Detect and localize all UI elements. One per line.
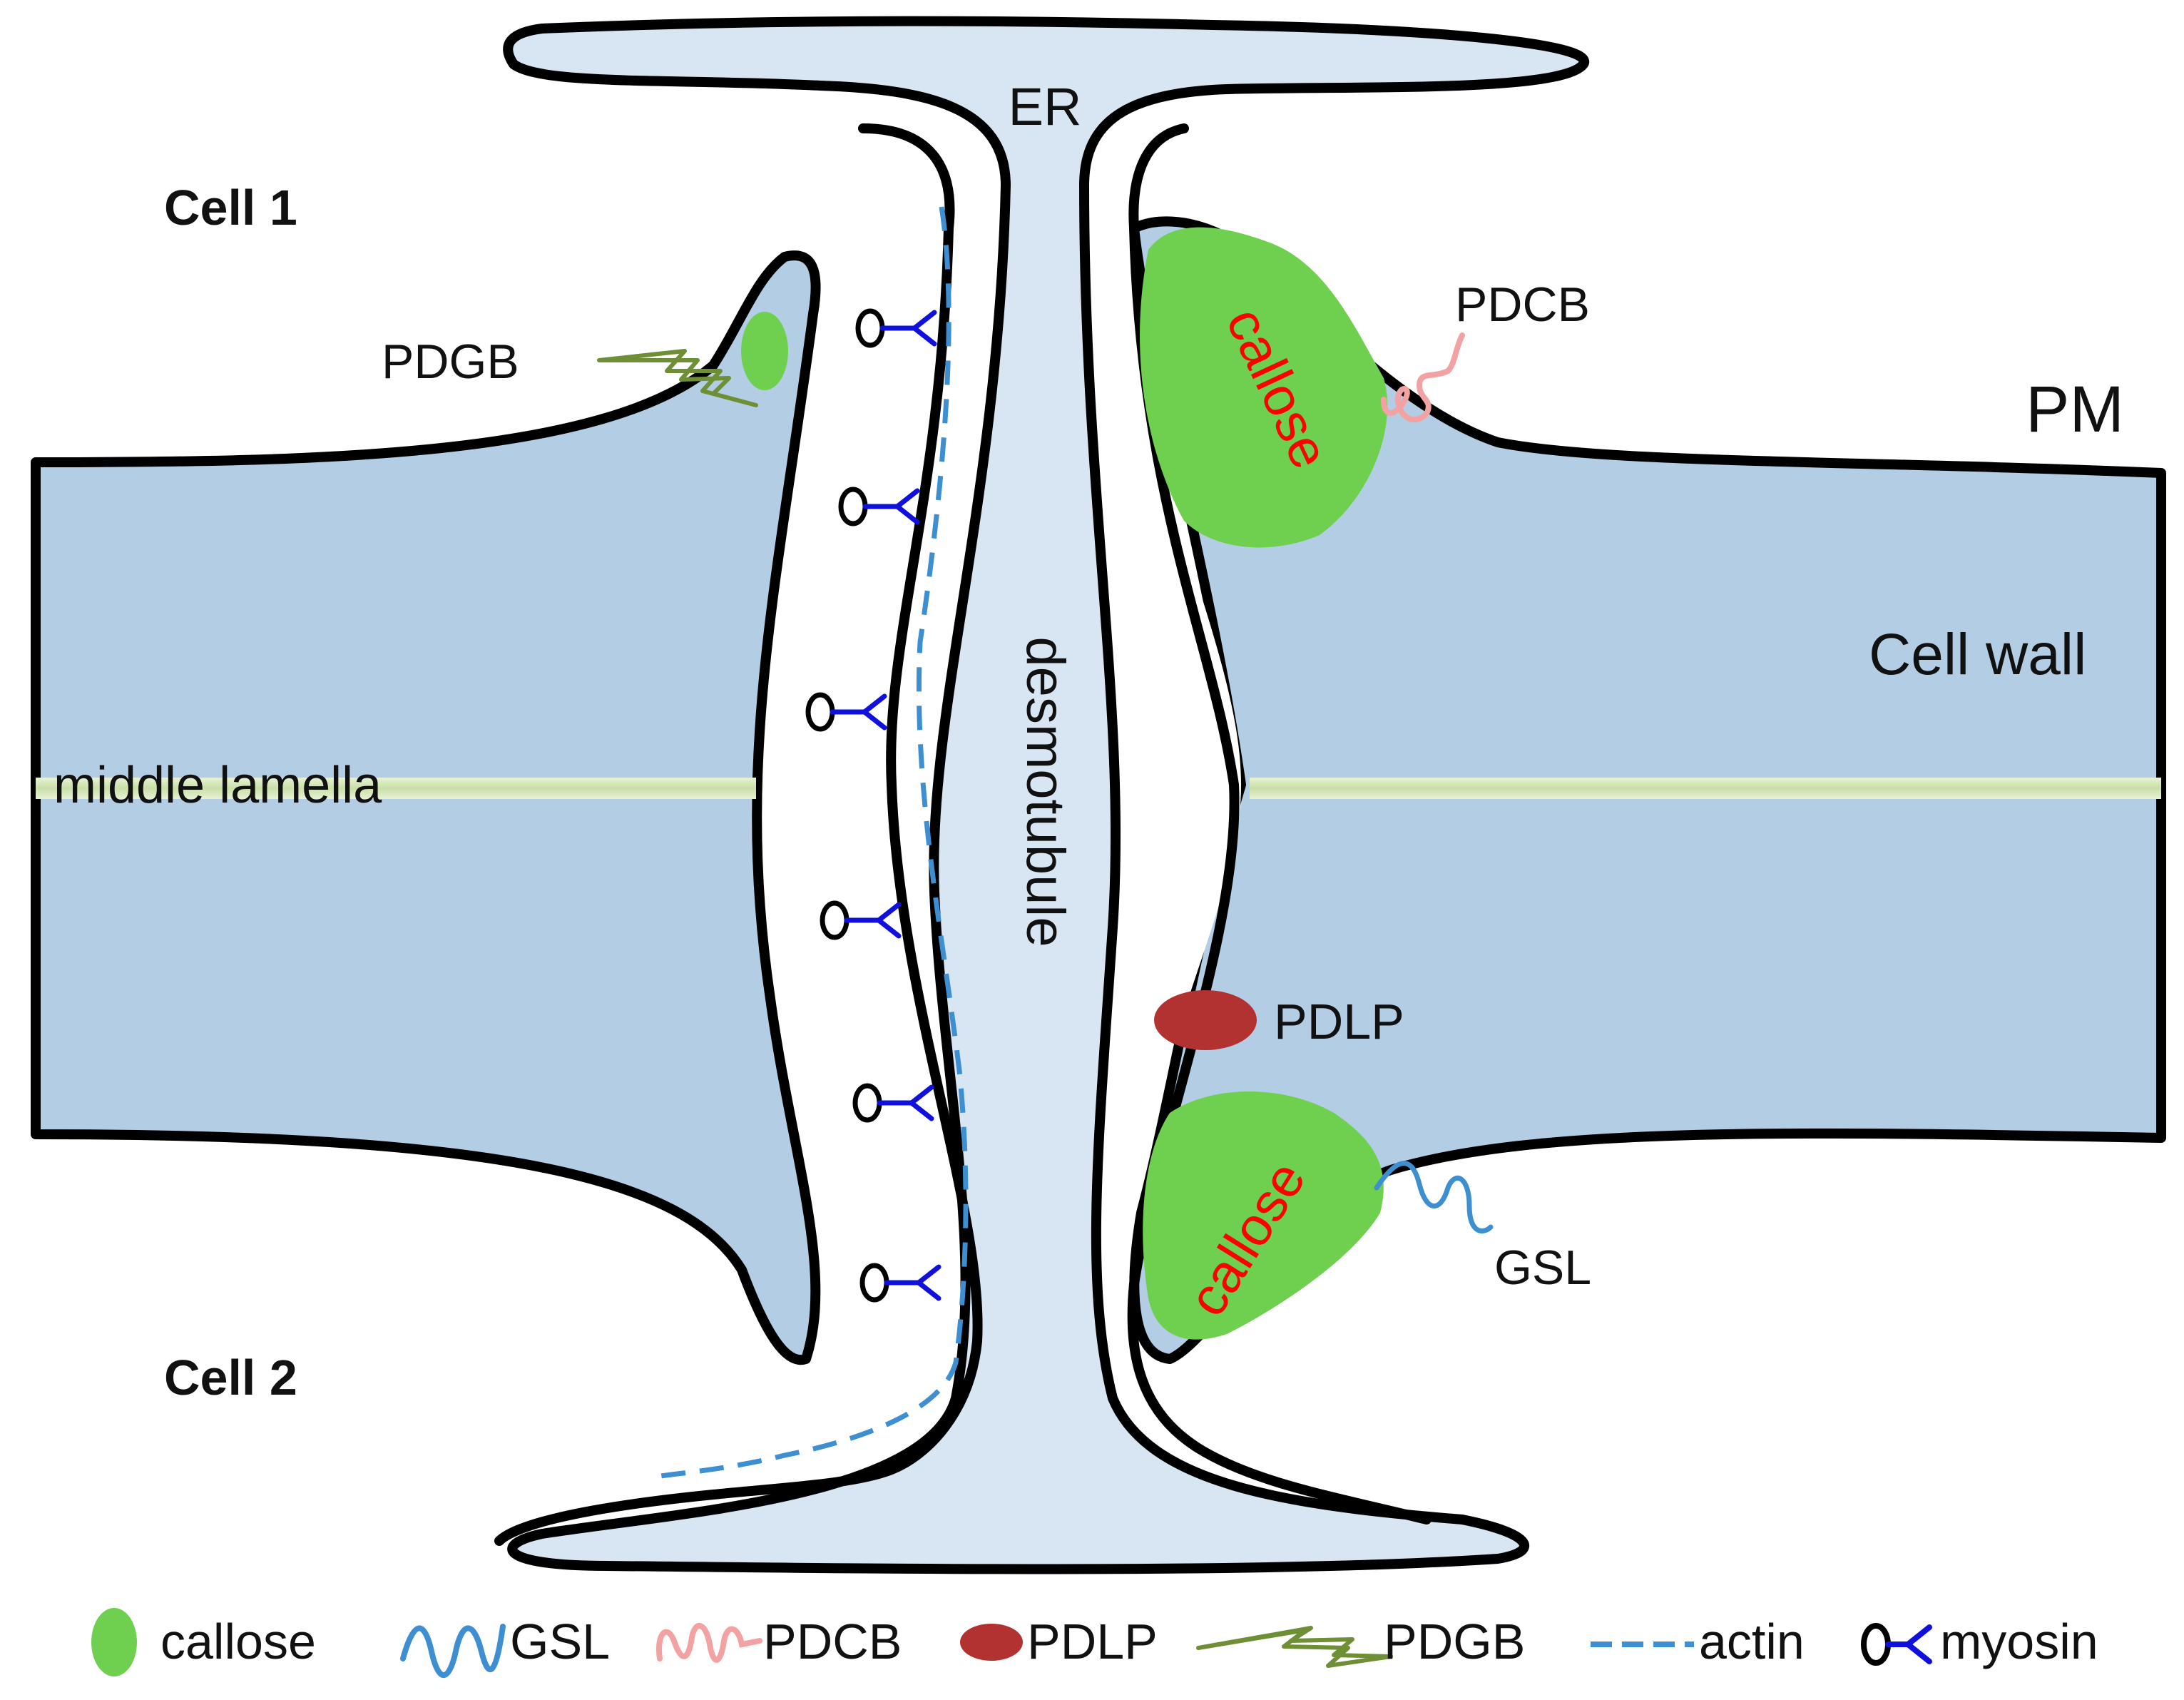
legend-label: PDLP bbox=[1027, 1614, 1158, 1669]
cell-wall-left bbox=[31, 250, 821, 1365]
actin-filament bbox=[655, 206, 969, 1480]
legend-label: PDCB bbox=[763, 1614, 902, 1669]
myosin-group bbox=[805, 308, 942, 1303]
myosin-icon bbox=[1861, 1623, 1932, 1666]
pdcb-coil-icon bbox=[656, 1623, 762, 1663]
desmotubule-label: desmotubule bbox=[1015, 636, 1076, 947]
plasma-membrane-left bbox=[494, 123, 983, 1546]
legend-label: myosin bbox=[1940, 1614, 2098, 1669]
legend-label: callose bbox=[160, 1614, 316, 1669]
pdcb-label: PDCB bbox=[1455, 278, 1590, 332]
pdgb-protein bbox=[597, 349, 758, 407]
gsl-protein bbox=[1374, 1161, 1494, 1234]
myosin-motor bbox=[838, 487, 920, 526]
callose-deposit-bottom bbox=[1143, 1091, 1384, 1340]
legend-label: actin bbox=[1699, 1614, 1805, 1669]
callose-blob-icon bbox=[91, 1608, 137, 1676]
callose-deposit-top bbox=[1140, 227, 1388, 548]
callose-deposit-small bbox=[741, 312, 788, 390]
myosin-motor bbox=[852, 1083, 934, 1123]
myosin-motor bbox=[820, 900, 902, 940]
gsl-wave-icon bbox=[400, 1624, 506, 1678]
er-desmotubule bbox=[503, 16, 1590, 1574]
middle-lamella-left bbox=[36, 778, 756, 799]
myosin-motor bbox=[805, 692, 887, 732]
pdgb-zigzag-icon bbox=[1196, 1626, 1393, 1668]
legend: callose GSL PDCB PDLP PDGB actin myosin bbox=[91, 1608, 2098, 1678]
legend-label: GSL bbox=[510, 1614, 610, 1669]
pdlp-label: PDLP bbox=[1274, 994, 1404, 1049]
er-label: ER bbox=[1009, 77, 1082, 136]
pm-label: PM bbox=[2026, 373, 2124, 446]
middle-lamella-right bbox=[1250, 778, 2161, 799]
pdlp-protein bbox=[1154, 990, 1257, 1050]
pdlp-ellipse-icon bbox=[960, 1624, 1023, 1661]
gsl-label: GSL bbox=[1494, 1241, 1591, 1295]
cell-wall-label: Cell wall bbox=[1869, 622, 2086, 687]
myosin-motor bbox=[855, 308, 937, 348]
cell-2-label: Cell 2 bbox=[164, 1350, 297, 1405]
middle-lamella-label: middle lamella bbox=[53, 757, 382, 814]
cell-1-label: Cell 1 bbox=[164, 180, 297, 235]
myosin-motor bbox=[859, 1263, 942, 1303]
legend-label: PDGB bbox=[1384, 1614, 1525, 1669]
pdcb-protein bbox=[1381, 332, 1465, 423]
plasma-membrane-right bbox=[1127, 123, 1432, 1525]
pdgb-label: PDGB bbox=[382, 335, 519, 389]
